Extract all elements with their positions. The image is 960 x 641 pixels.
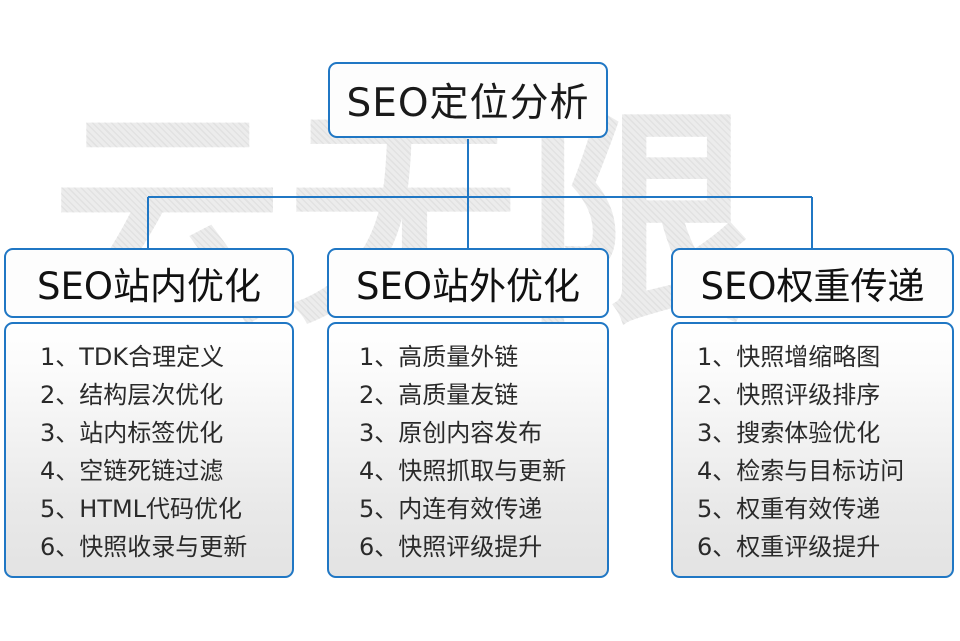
branch-header-label-3: SEO权重传递 [700,265,925,308]
list-item: 1、快照增缩略图 [697,343,881,371]
list-item: 6、权重评级提升 [697,533,881,561]
branch-header-label-1: SEO站内优化 [37,265,261,308]
branch-body-2: 1、高质量外链 2、高质量友链 3、原创内容发布 4、快照抓取与更新 5、内连有… [327,322,609,578]
list-item: 5、权重有效传递 [697,495,881,523]
list-item: 5、HTML代码优化 [40,495,243,523]
list-item: 3、原创内容发布 [359,419,543,447]
list-item: 3、站内标签优化 [40,419,224,447]
list-item: 6、快照评级提升 [359,533,543,561]
list-item: 6、快照收录与更新 [40,533,248,561]
list-item: 4、快照抓取与更新 [359,457,567,485]
list-item: 2、高质量友链 [359,381,519,409]
branch-header-label-2: SEO站外优化 [356,265,580,308]
branch-column-2: SEO站外优化 1、高质量外链 2、高质量友链 3、原创内容发布 4、快照抓取与… [327,248,609,578]
branch-column-3: SEO权重传递 1、快照增缩略图 2、快照评级排序 3、搜索体验优化 4、检索与… [671,248,954,578]
list-item: 1、高质量外链 [359,343,519,371]
branch-column-1: SEO站内优化 1、TDK合理定义 2、结构层次优化 3、站内标签优化 4、空链… [4,248,294,578]
branch-body-3: 1、快照增缩略图 2、快照评级排序 3、搜索体验优化 4、检索与目标访问 5、权… [671,322,954,578]
branch-header-1[interactable]: SEO站内优化 [4,248,294,318]
list-item: 2、快照评级排序 [697,381,881,409]
branch-body-1: 1、TDK合理定义 2、结构层次优化 3、站内标签优化 4、空链死链过滤 5、H… [4,322,294,578]
list-item: 1、TDK合理定义 [40,343,225,371]
list-item: 2、结构层次优化 [40,381,224,409]
list-item: 4、空链死链过滤 [40,457,224,485]
branch-header-2[interactable]: SEO站外优化 [327,248,609,318]
list-item: 4、检索与目标访问 [697,457,905,485]
list-item: 3、搜索体验优化 [697,419,881,447]
branch-header-3[interactable]: SEO权重传递 [671,248,954,318]
list-item: 5、内连有效传递 [359,495,543,523]
root-node[interactable]: SEO定位分析 [328,62,608,138]
root-node-label: SEO定位分析 [346,81,590,126]
